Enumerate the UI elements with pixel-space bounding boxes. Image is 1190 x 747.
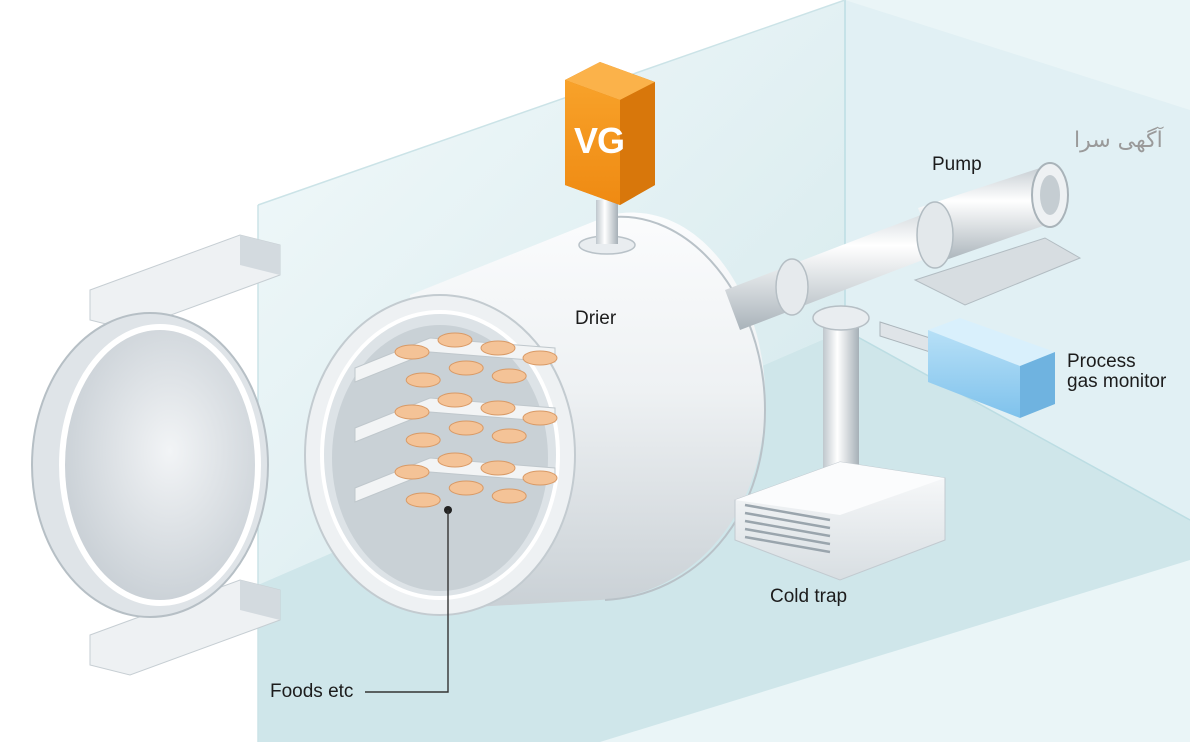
food-piece <box>437 452 473 468</box>
drier-label: Drier <box>575 308 617 329</box>
vacuum-pump <box>913 162 1082 306</box>
food-piece <box>394 464 430 480</box>
process-gas-monitor-label: Process gas monitor <box>1067 351 1167 392</box>
food-piece <box>437 332 473 348</box>
cold-trap-label: Cold trap <box>770 586 848 607</box>
food-piece <box>522 410 558 426</box>
food-piece <box>437 392 473 408</box>
chamber-door <box>31 312 269 618</box>
food-piece <box>394 404 430 420</box>
process-gas-monitor <box>879 318 1055 418</box>
food-piece <box>394 344 430 360</box>
door-hinges <box>89 234 281 676</box>
food-piece <box>480 460 516 476</box>
food-piece <box>405 432 441 448</box>
food-piece <box>480 400 516 416</box>
watermark: آگهی سرا <box>1074 128 1163 153</box>
food-piece <box>405 372 441 388</box>
food-piece <box>522 470 558 486</box>
food-piece <box>448 480 484 496</box>
cold-trap <box>734 305 946 581</box>
food-piece <box>405 492 441 508</box>
vg-badge: VG <box>574 120 625 161</box>
food-piece <box>448 420 484 436</box>
food-piece <box>522 350 558 366</box>
food-items <box>394 332 558 508</box>
food-piece <box>491 488 527 504</box>
pump-label: Pump <box>932 154 982 175</box>
food-piece <box>491 368 527 384</box>
food-piece <box>480 340 516 356</box>
foods-leader <box>365 506 452 693</box>
vacuum-gauge <box>565 62 655 255</box>
food-piece <box>491 428 527 444</box>
foods-label: Foods etc <box>270 681 354 702</box>
vacuum-line <box>725 200 975 330</box>
food-piece <box>448 360 484 376</box>
